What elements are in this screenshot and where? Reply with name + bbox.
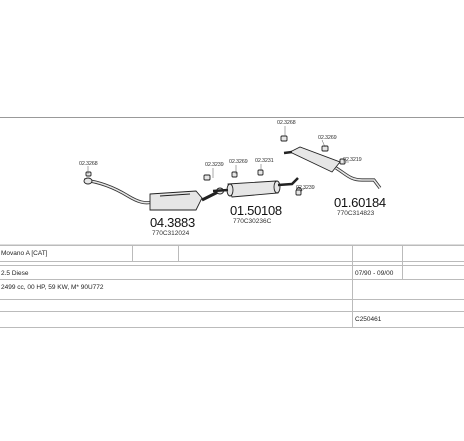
catalytic-converter xyxy=(149,190,203,211)
fitting-code-3: 02.3269 xyxy=(229,159,248,165)
column-divider-1 xyxy=(132,245,133,261)
row-divider-1 xyxy=(0,261,464,262)
fitting-code-4: 02.3231 xyxy=(255,158,274,164)
tail-pipe xyxy=(335,166,382,189)
exhaust-diagram: 04.3883 770C312024 01.50108 770C30236C 0… xyxy=(0,117,464,246)
exhaust-drawing xyxy=(0,126,464,246)
vehicle-spec: 2499 cc, 00 HP, 59 KW, M* 90U772 xyxy=(1,284,104,291)
fitting-code-8: 02.3219 xyxy=(343,157,362,163)
vehicle-engine: 2.5 Diese xyxy=(1,270,29,277)
centre-silencer-body xyxy=(227,180,279,198)
part-code-3: 01.60184 xyxy=(334,195,386,210)
fitting-code-2: 02.3239 xyxy=(205,162,224,168)
clamp-1 xyxy=(203,174,211,181)
clamp-6 xyxy=(295,189,302,196)
row-divider-2 xyxy=(0,299,464,300)
fitting-code-5: 02.3239 xyxy=(296,185,315,191)
row-spec: 2499 cc, 00 HP, 59 KW, M* 90U772 xyxy=(0,279,464,294)
oe-code-1: 770C312024 xyxy=(152,230,190,237)
clamp-3 xyxy=(257,169,264,176)
part-code-1: 04.3883 xyxy=(150,215,195,230)
rear-silencer-body xyxy=(288,146,341,173)
row-model: Movano A [CAT] xyxy=(0,245,464,260)
fitting-code-7: 02.3269 xyxy=(318,135,337,141)
clamp-5 xyxy=(321,145,329,152)
part-code-2: 01.50108 xyxy=(230,203,282,218)
column-divider-3 xyxy=(352,245,353,327)
clamp-8 xyxy=(339,158,346,165)
column-divider-4 xyxy=(402,245,403,279)
clamp-7 xyxy=(85,171,92,177)
vehicle-period: 07/90 - 09/00 xyxy=(355,270,394,277)
row-engine: 2.5 Diese 07/90 - 09/00 xyxy=(0,265,464,280)
fitting-code-1: 02.3268 xyxy=(79,161,98,167)
row-reference: C250461 xyxy=(0,311,464,326)
catalog-reference: C250461 xyxy=(355,316,382,323)
row-divider-3 xyxy=(0,327,464,328)
clamp-4 xyxy=(280,135,288,142)
front-flange xyxy=(83,177,93,185)
fitting-code-6: 02.3268 xyxy=(277,120,296,126)
vehicle-model: Movano A [CAT] xyxy=(1,250,48,257)
column-divider-2 xyxy=(178,245,179,261)
oe-code-2: 770C30236C xyxy=(233,218,272,225)
front-pipe xyxy=(83,178,153,205)
oe-code-3: 770C314823 xyxy=(337,210,375,217)
